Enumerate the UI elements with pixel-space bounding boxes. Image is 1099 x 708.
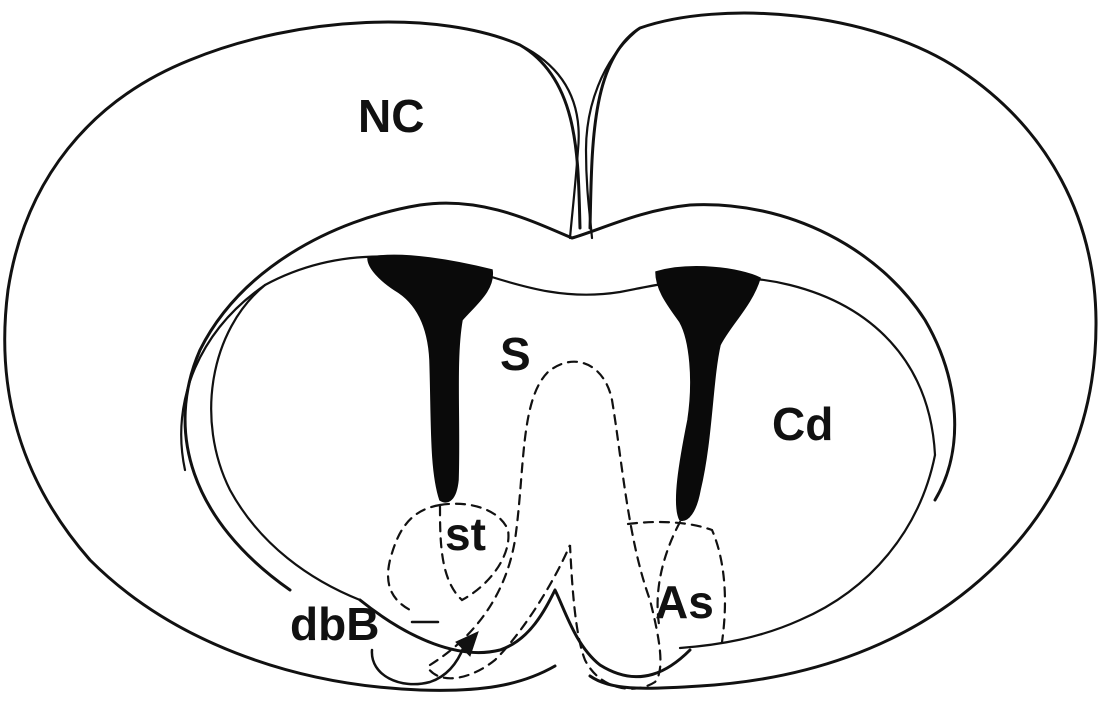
label-st: st xyxy=(445,508,486,560)
right-ventricle xyxy=(656,267,760,520)
left-hemisphere-outline xyxy=(5,22,580,690)
label-dbb: dbB xyxy=(290,598,379,650)
corpus-callosum-outline xyxy=(185,203,955,590)
basal-notch-outline xyxy=(360,590,690,677)
dbb-dashed-region xyxy=(388,505,440,610)
left-ventricle xyxy=(368,255,492,501)
right-caudate-boundary xyxy=(680,455,935,648)
label-as: As xyxy=(655,576,714,628)
label-nc: NC xyxy=(358,90,424,142)
label-cd: Cd xyxy=(772,398,833,450)
left-caudate-boundary xyxy=(211,285,360,600)
label-s: S xyxy=(500,328,531,380)
